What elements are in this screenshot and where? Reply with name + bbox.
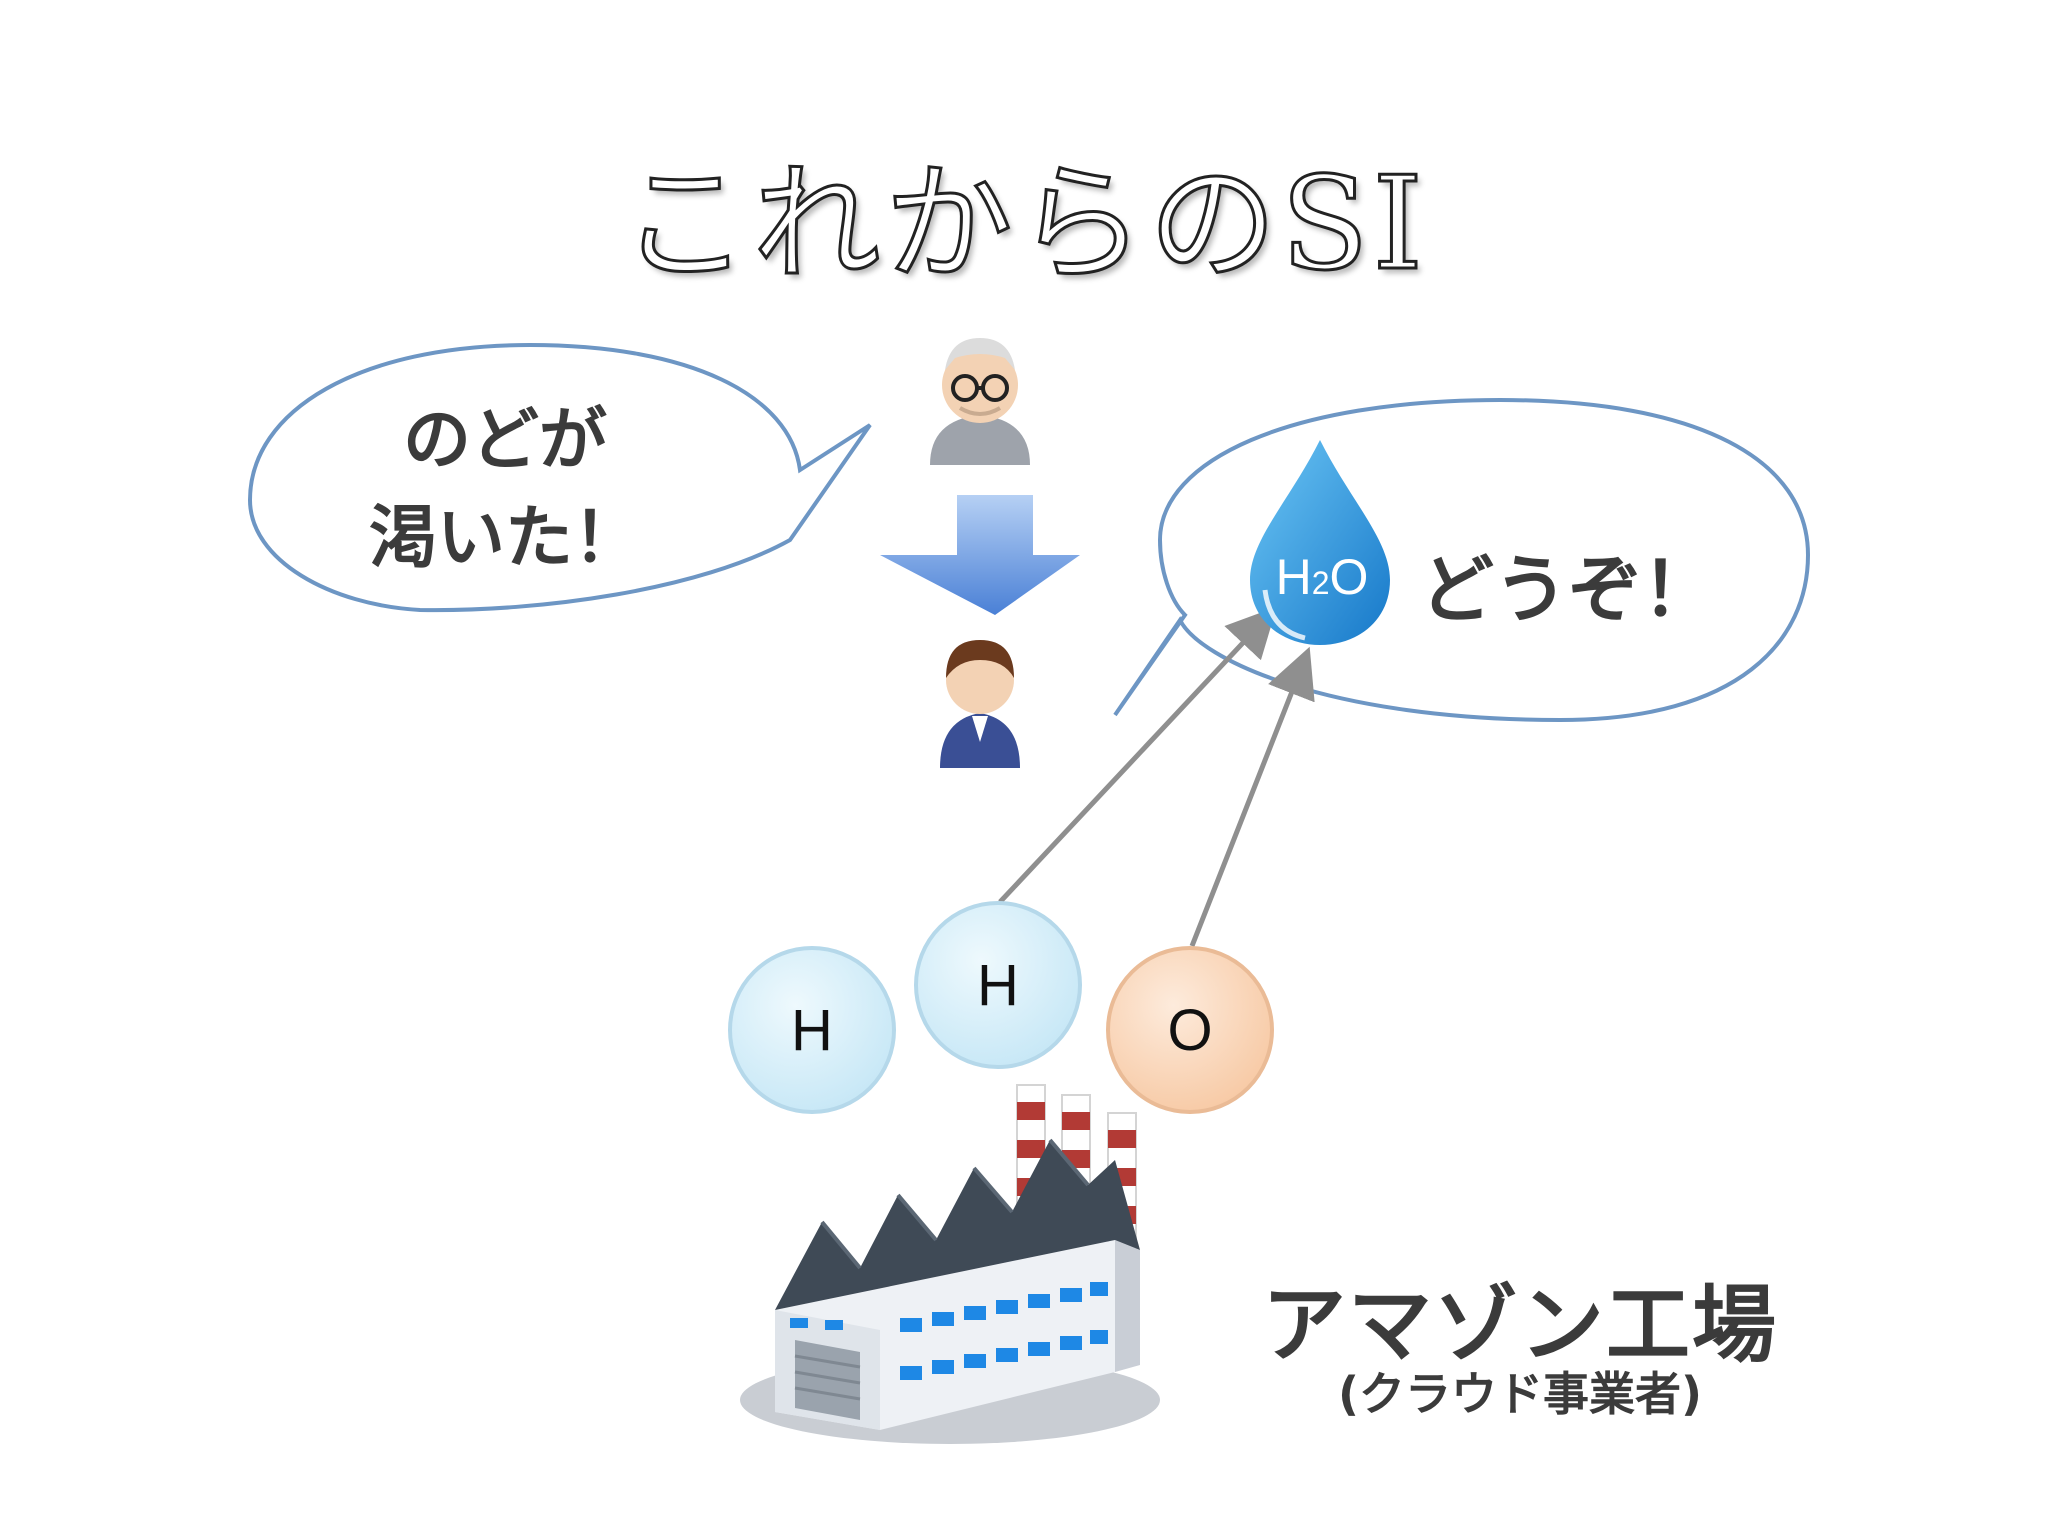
water-formula-label: H2O bbox=[1258, 548, 1386, 606]
old-man-icon bbox=[930, 338, 1030, 465]
left-bubble-line2: 渇いた！ bbox=[340, 490, 670, 588]
water-o: O bbox=[1330, 549, 1369, 605]
connector-h-to-water bbox=[1000, 614, 1270, 902]
down-arrow-icon bbox=[880, 495, 1080, 615]
atom-label-h2: H bbox=[958, 952, 1038, 1019]
connector-o-to-water bbox=[1192, 656, 1306, 946]
atom-label-h1: H bbox=[772, 997, 852, 1064]
left-bubble-text: のどが 渇いた！ bbox=[340, 392, 670, 588]
businessman-icon bbox=[940, 640, 1020, 768]
water-sub: 2 bbox=[1312, 565, 1330, 601]
factory-subtitle: (クラウド事業者) bbox=[1220, 1358, 1820, 1424]
water-h: H bbox=[1276, 549, 1312, 605]
left-bubble-line1: のどが bbox=[340, 392, 670, 490]
factory-icon bbox=[740, 1085, 1160, 1444]
right-bubble-text: どうぞ！ bbox=[1420, 530, 1740, 637]
atom-label-o: O bbox=[1150, 997, 1230, 1064]
